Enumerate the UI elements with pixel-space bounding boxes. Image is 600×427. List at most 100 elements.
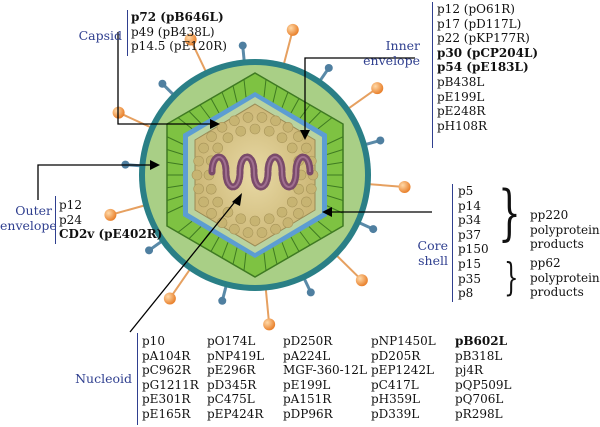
- core-bead: [263, 125, 275, 137]
- list-item: pE165R: [142, 406, 191, 421]
- list-item: pD339L: [371, 406, 420, 421]
- list-item: p24: [59, 212, 82, 227]
- capsomer-line: [326, 195, 344, 201]
- core-bead: [276, 132, 288, 144]
- spike-stalk: [264, 286, 271, 325]
- spike-stalk: [169, 266, 193, 300]
- capsid-label: Capsid: [78, 28, 122, 43]
- core-bead: [212, 196, 224, 208]
- list-item: pC417L: [371, 377, 419, 392]
- list-item: pE199L: [283, 377, 331, 392]
- capsomer-line: [290, 236, 300, 252]
- list-item: pj4R: [455, 363, 484, 378]
- core-bead: [193, 183, 204, 195]
- list-item: p14.5 (pE120R): [131, 39, 227, 54]
- capsomer-line: [166, 205, 184, 214]
- outer-envelope-bar: [55, 196, 56, 244]
- capsomer-line: [210, 236, 220, 252]
- pp220-brace: }: [498, 178, 521, 248]
- capsomer-line: [326, 136, 344, 145]
- spike-stalk: [334, 252, 363, 282]
- capsomer-line: [308, 110, 322, 124]
- outer-envelope-pointer: [37, 164, 150, 200]
- list-item: p49 (pB438L): [131, 24, 215, 39]
- spike-head: [286, 23, 299, 36]
- nucleoid-column-1: p10 pA104R pC962R pG1211R pE301R pE165R: [142, 334, 199, 422]
- capsomer-line: [210, 98, 220, 114]
- list-item: p37: [458, 227, 481, 242]
- core-bead: [249, 215, 261, 227]
- core-bead: [198, 142, 209, 154]
- core-bead: [293, 183, 305, 195]
- core-bead: [286, 196, 298, 208]
- capsomer-line: [263, 79, 267, 98]
- spike-head: [145, 246, 154, 255]
- core-bead: [216, 121, 228, 133]
- list-item: CD2v (pE402R): [59, 227, 163, 242]
- inner-envelope-bar: [432, 2, 433, 148]
- outer-envelope-label: Outer envelope: [0, 203, 57, 233]
- capsomer-line: [263, 252, 267, 271]
- core-bead: [235, 125, 247, 137]
- list-item: pNP419L: [207, 348, 265, 363]
- outer-envelope-protein-list: p12 p24 CD2v (pE402R): [59, 198, 162, 242]
- list-item: polyprotein: [530, 222, 600, 237]
- core-bead: [242, 227, 254, 238]
- core-bead: [242, 112, 254, 123]
- list-item: p72 (pB646L): [131, 10, 224, 24]
- capsomer-line: [166, 184, 184, 189]
- spike-head: [371, 82, 384, 95]
- list-item: p54 (pE183L): [437, 60, 529, 75]
- list-item: polyprotein: [530, 270, 600, 285]
- spike-stalk: [366, 182, 405, 188]
- core-bead: [206, 131, 217, 142]
- list-item: pA104R: [142, 348, 191, 363]
- capsomer-line: [272, 247, 278, 265]
- pointer-lines: [37, 32, 432, 333]
- list-item: p30 (pCP204L): [437, 45, 539, 60]
- capsid-bar: [127, 10, 128, 56]
- list-item: pD345R: [207, 377, 257, 392]
- list-item: pH359L: [371, 392, 421, 407]
- list-item: pDP96R: [283, 406, 333, 421]
- core-bead: [286, 142, 298, 154]
- capsomer-line: [281, 242, 289, 259]
- capsomer-line: [308, 226, 322, 240]
- spike-head: [184, 33, 197, 46]
- capsomer-line: [221, 91, 229, 108]
- list-item: pA224L: [283, 348, 331, 363]
- capsomer-line: [188, 226, 202, 240]
- core-bead: [256, 227, 268, 238]
- list-item: p35: [458, 271, 481, 286]
- list-item: p8: [458, 286, 474, 301]
- spike-stalk: [282, 29, 294, 67]
- capsomer-line: [243, 252, 247, 271]
- core-shell-label-text: Core shell: [417, 238, 448, 268]
- list-item: p34: [458, 213, 481, 228]
- spike-head: [398, 180, 411, 193]
- core-bead: [222, 206, 234, 218]
- spike-stalk: [345, 87, 378, 111]
- pp62-brace: }: [504, 255, 519, 299]
- inner-envelope-protein-list: p12 (pO61R) p17 (pD117L) p22 (pKP177R) p…: [437, 2, 538, 133]
- list-item: p10: [142, 334, 165, 348]
- core-bead: [198, 196, 209, 208]
- capsomer-line: [317, 220, 333, 233]
- core-bead: [301, 196, 312, 208]
- list-item: pp220: [530, 208, 569, 222]
- inner-envelope-label: Inner envelope: [350, 38, 420, 68]
- capsomer-line: [317, 117, 333, 130]
- list-item: pG1211R: [142, 377, 199, 392]
- list-item: pEP424R: [207, 406, 264, 421]
- pp62-group-label: pp62 polyprotein products: [530, 256, 600, 300]
- list-item: pO174L: [207, 334, 256, 348]
- capsomer-line: [299, 231, 311, 246]
- list-item: pB602L: [455, 334, 508, 348]
- capsomer-line: [166, 161, 184, 166]
- list-item: pQ706L: [455, 392, 504, 407]
- core-bead: [229, 115, 240, 127]
- core-bead: [282, 217, 294, 229]
- core-bead: [301, 142, 312, 154]
- core-bead: [191, 169, 203, 181]
